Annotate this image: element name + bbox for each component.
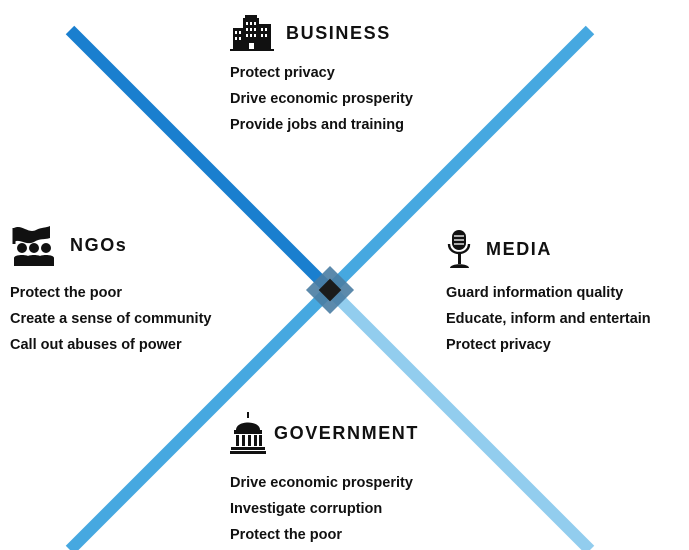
office-building-icon (230, 15, 274, 51)
ngos-heading: NGOs (10, 224, 127, 266)
business-item: Protect privacy (230, 65, 335, 81)
line-arm-top-left (65, 25, 335, 295)
media-item: Guard information quality (446, 285, 624, 301)
line-arm-bottom-left (65, 285, 335, 550)
government-item: Protect the poor (230, 527, 342, 543)
business-title: BUSINESS (286, 22, 391, 43)
line-arm-bottom-right (325, 285, 595, 550)
media-heading: MEDIA (446, 228, 552, 270)
ngos-title: NGOs (70, 234, 128, 255)
government-item: Drive economic prosperity (230, 475, 413, 491)
media-list: Guard information quality Educate, infor… (446, 280, 651, 358)
center-diamond (305, 265, 355, 315)
media-title: MEDIA (486, 238, 552, 259)
media-item: Educate, inform and entertain (446, 311, 651, 327)
government-title: GOVERNMENT (274, 422, 420, 443)
government-list: Drive economic prosperity Investigate co… (230, 470, 413, 548)
business-item: Provide jobs and training (230, 117, 405, 133)
media-item: Protect privacy (446, 337, 551, 353)
microphone-icon (447, 230, 471, 268)
business-item: Drive economic prosperity (230, 91, 413, 107)
ngos-list: Protect the poor Create a sense of commu… (10, 280, 211, 358)
capitol-dome-icon (230, 412, 266, 454)
ngos-item: Create a sense of community (10, 311, 212, 327)
government-heading: GOVERNMENT (230, 412, 419, 454)
ngos-item: Protect the poor (10, 285, 122, 301)
ngos-item: Call out abuses of power (10, 337, 182, 353)
government-item: Investigate corruption (230, 501, 383, 517)
protest-crowd-flag-icon (12, 226, 54, 266)
business-heading: BUSINESS (230, 14, 391, 52)
line-arm-top-right (325, 25, 595, 295)
business-list: Protect privacy Drive economic prosperit… (230, 60, 413, 138)
